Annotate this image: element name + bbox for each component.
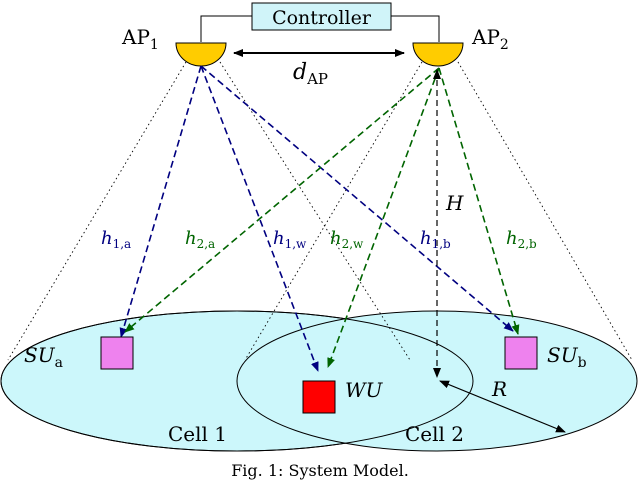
figure-caption: Fig. 1: System Model.: [231, 461, 409, 480]
channel-h2a-label: h2,a: [185, 228, 215, 251]
ap1-dish-icon: [175, 42, 227, 67]
radius-label: R: [491, 377, 507, 401]
channel-h1w-label: h1,w: [273, 228, 307, 251]
ap-distance-label: dAP: [293, 60, 328, 88]
channel-h2b-label: h2,b: [506, 228, 537, 251]
channel-h2w-label: h2,w: [330, 228, 364, 251]
ap2-links: [124, 67, 520, 368]
link-ap1-su-b: [200, 65, 514, 332]
ap1-links: [119, 65, 514, 372]
controller-label: Controller: [272, 7, 372, 29]
channel-h1b-label: h1,b: [420, 228, 451, 251]
su-b-box: [504, 336, 538, 370]
cell-2-label: Cell 2: [405, 422, 464, 446]
coverage-lines: [7, 61, 633, 361]
ap2-label: AP2: [471, 25, 509, 53]
su-a-box: [100, 336, 134, 370]
channel-h1a-label: h1,a: [101, 228, 131, 251]
su-b-label: SUb: [547, 343, 587, 371]
height-label: H: [445, 191, 464, 215]
radius-arrow: [439, 380, 566, 433]
ap1-label: AP1: [121, 25, 159, 53]
link-ap2-su-a: [124, 67, 440, 333]
wu-box: [302, 380, 336, 414]
controller-wires: [200, 15, 440, 42]
link-ap2-wu: [327, 67, 440, 368]
link-ap1-su-a: [119, 65, 202, 338]
cell-1-label: Cell 1: [168, 422, 227, 446]
ap2-dish-icon: [412, 42, 464, 67]
controller-box: [251, 2, 392, 31]
link-ap2-su-b: [438, 67, 520, 335]
wu-label: WU: [345, 378, 384, 402]
su-a-label: SUa: [24, 343, 63, 371]
